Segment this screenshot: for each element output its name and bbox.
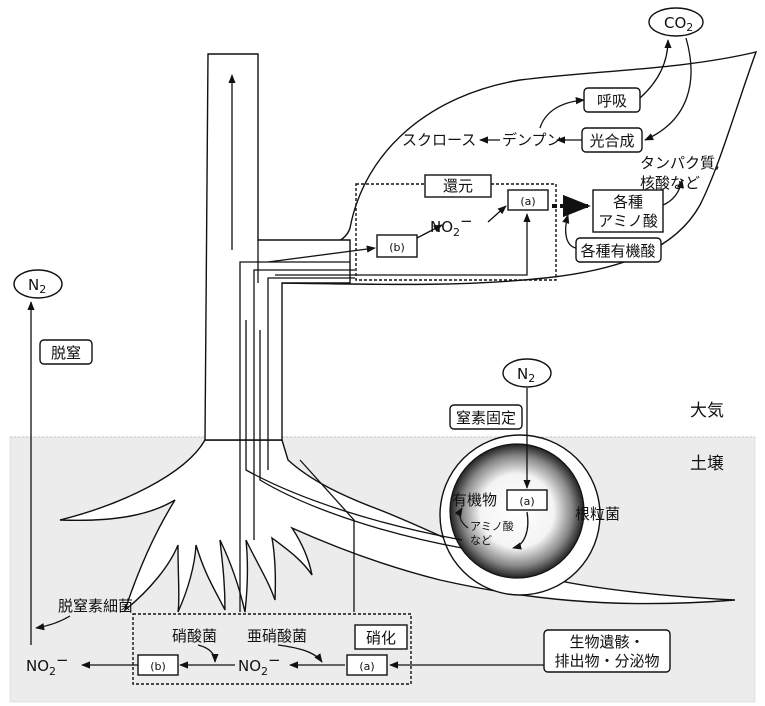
protein-line2: 核酸など xyxy=(640,174,700,192)
respiration-label: 呼吸 xyxy=(597,92,627,110)
denitrifying-bacteria-arrow xyxy=(35,615,71,631)
organic-acids-box xyxy=(575,237,662,263)
root-nodule-label: 根粒菌 xyxy=(575,505,620,523)
organic-acids-arrow xyxy=(562,214,577,249)
nitrite-bacteria-label: 亜硝酸菌 xyxy=(247,627,307,645)
no2-to-a-arrow xyxy=(487,205,507,223)
amino-acids-line2: アミノ酸 xyxy=(598,212,658,230)
plant-stem xyxy=(204,53,351,441)
root-nodule xyxy=(449,443,585,579)
photosynthesis-label: 光合成 xyxy=(589,132,634,150)
amino-to-protein-arrow xyxy=(662,179,684,206)
nitrification-label-box xyxy=(354,624,408,650)
n2-fixation-ellipse xyxy=(502,358,552,388)
soil-label: 土壌 xyxy=(690,454,724,474)
nitrite-bacteria-arrow xyxy=(277,644,323,663)
nodule-amino-line1: アミノ酸 xyxy=(470,519,514,533)
co2-label: CO2 xyxy=(664,14,693,34)
biological-remains-line1: 生物遺骸・ xyxy=(569,633,644,651)
a-to-amino-nodule-arrow xyxy=(512,511,529,550)
amino-to-organic-arrow xyxy=(454,507,469,529)
leaf-b-box xyxy=(376,234,418,258)
nodule-amino-line2: など xyxy=(470,534,492,547)
amino-acids-box xyxy=(592,189,664,233)
soil-a-label: (a) xyxy=(359,660,374,673)
soil-b-label: (b) xyxy=(150,660,166,673)
reduction-label: 還元 xyxy=(443,177,473,195)
denitrification-box xyxy=(39,339,93,365)
leaf-b-label: (b) xyxy=(389,241,405,254)
reduction-label-box xyxy=(424,174,492,198)
n2-fixation-label: N2 xyxy=(517,365,535,385)
organic-matter-label: 有機物 xyxy=(452,491,497,509)
biological-remains-box xyxy=(543,629,671,673)
starch-to-respiration-arrow xyxy=(539,97,585,129)
b-to-no2-arrow xyxy=(416,224,443,239)
n2-denitrification-ellipse xyxy=(13,269,63,299)
xylem-line-2 xyxy=(253,269,355,540)
nitrification-label: 硝化 xyxy=(366,629,396,647)
nitrogen-fixation-box xyxy=(449,404,523,430)
nodule-a-label: (a) xyxy=(519,495,534,508)
atmosphere-label: 大気 xyxy=(690,401,724,421)
biological-remains-line2: 排出物・分泌物 xyxy=(554,652,659,670)
xylem-line-1 xyxy=(239,261,350,612)
soil-no2-left-label: NO2− xyxy=(26,651,69,678)
denitrifying-bacteria-label: 脱窒素細菌 xyxy=(58,597,133,615)
leaf-a-label: (a) xyxy=(520,195,535,208)
xylem-line-3 xyxy=(267,277,355,470)
nodule-a-box xyxy=(506,489,548,511)
nitrogen-fixation-label: 窒素固定 xyxy=(456,409,516,427)
protein-line1: タンパク質, xyxy=(640,154,720,172)
nitrate-bacteria-arrow xyxy=(197,644,219,663)
leaf-a-box xyxy=(507,189,549,211)
denitrification-label: 脱窒 xyxy=(51,344,81,362)
sucrose-label: スクロース xyxy=(402,131,476,149)
organic-acids-label: 各種有機酸 xyxy=(580,242,655,260)
n2-denitrification-label: N2 xyxy=(28,276,46,296)
nitrification-dashed-box xyxy=(132,613,412,685)
xylem-to-a-arrow xyxy=(275,213,531,276)
nodule-transport-1 xyxy=(245,320,463,541)
nitrate-bacteria-label: 硝酸菌 xyxy=(172,627,217,645)
co2-to-photosynthesis-arrow xyxy=(644,37,692,141)
co2-ellipse xyxy=(648,7,704,37)
amino-acids-line1: 各種 xyxy=(613,193,643,211)
nodule-transport-2 xyxy=(259,330,463,549)
starch-label: デンプン xyxy=(502,131,562,149)
soil-no2-mid-label: NO2− xyxy=(238,651,281,678)
soil-a-box xyxy=(346,654,388,676)
respiration-to-co2-arrow xyxy=(639,39,672,99)
xylem-to-b-arrow xyxy=(267,245,376,263)
root-to-a-line xyxy=(299,459,355,612)
